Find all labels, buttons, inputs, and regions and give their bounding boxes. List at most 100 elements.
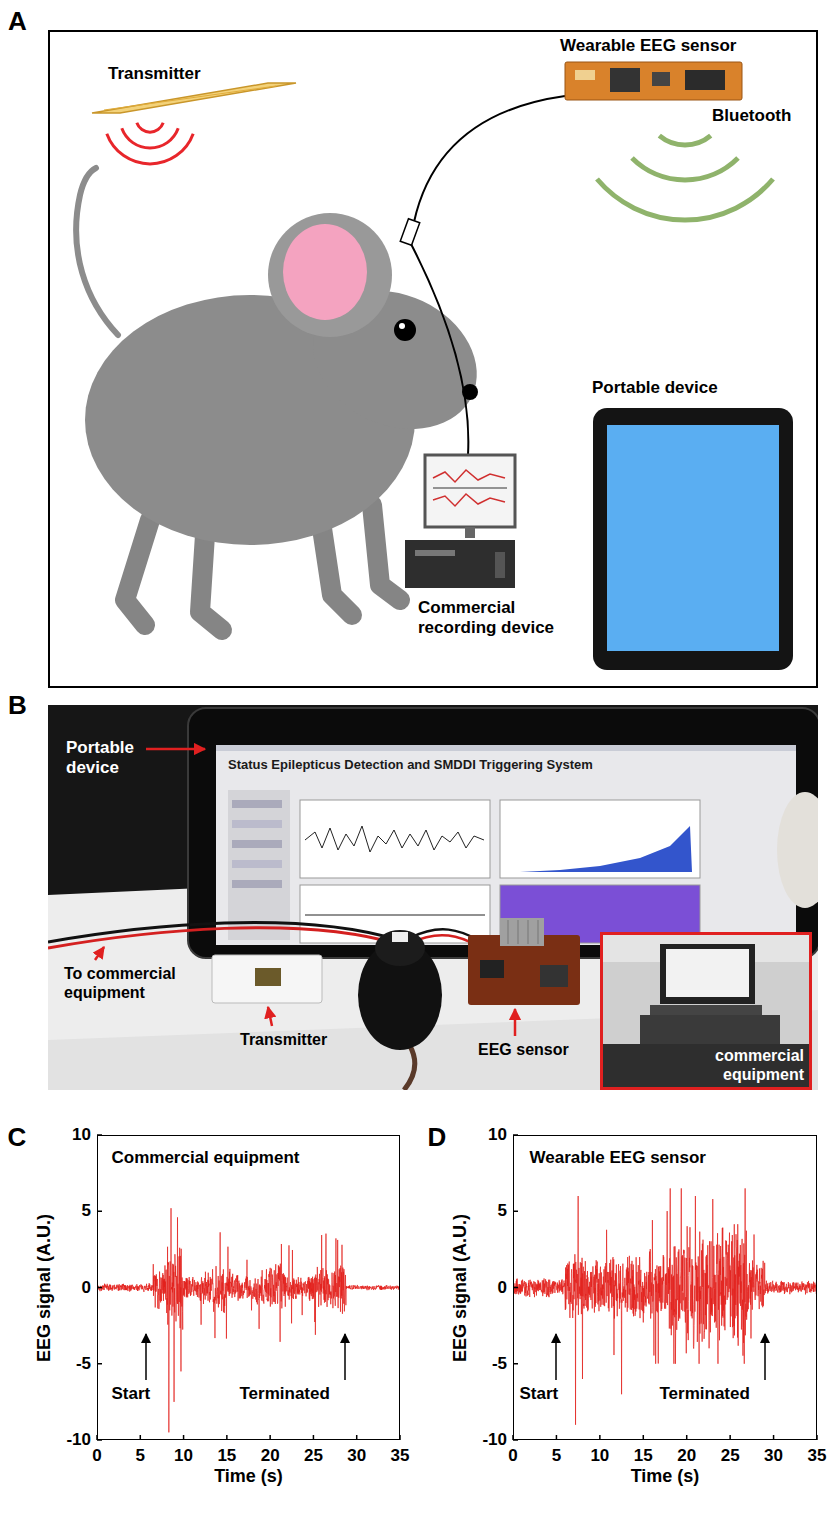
photo-b bbox=[777, 792, 818, 908]
callout-label: Bluetooth bbox=[712, 106, 791, 126]
photo-b bbox=[518, 920, 519, 944]
tick-label: -5 bbox=[492, 1354, 507, 1374]
signal-d bbox=[514, 1188, 816, 1424]
photo-b bbox=[255, 968, 281, 986]
photo-b bbox=[640, 1015, 780, 1047]
callout-label: Transmitter bbox=[240, 1030, 327, 1049]
photo-b bbox=[650, 1005, 762, 1015]
figure-panel: DWearable EEG sensorStartTerminated bbox=[513, 1135, 817, 1440]
photo-pointers bbox=[514, 1009, 517, 1036]
computer bbox=[433, 470, 505, 482]
tick-label: 20 bbox=[261, 1446, 280, 1466]
photo-b bbox=[300, 885, 490, 943]
tick-label: -5 bbox=[76, 1354, 91, 1374]
panel-letter: B bbox=[8, 690, 27, 721]
tick-label: 10 bbox=[590, 1446, 609, 1466]
photo-b bbox=[228, 790, 290, 940]
tick-label: 5 bbox=[82, 1201, 91, 1221]
eeg-sensor-board bbox=[610, 68, 640, 92]
photo-pointers bbox=[268, 1007, 272, 1026]
tablet-a bbox=[593, 408, 793, 670]
tick-label: 0 bbox=[92, 1446, 101, 1466]
photo-b bbox=[538, 920, 539, 944]
photo-b bbox=[404, 1046, 415, 1090]
screen-title: Status Epilepticus Detection and SMDDI T… bbox=[228, 757, 593, 773]
photo-b bbox=[232, 800, 282, 808]
mouse-figure bbox=[399, 323, 405, 329]
photo-b bbox=[305, 826, 484, 852]
callout-label: To commercial equipment bbox=[64, 964, 199, 1002]
radio-waves bbox=[107, 134, 193, 164]
computer bbox=[405, 455, 515, 588]
tablet-a bbox=[607, 425, 779, 651]
callout-label: Portable device bbox=[592, 378, 718, 398]
photo-b bbox=[216, 745, 796, 945]
mouse-figure bbox=[394, 319, 416, 341]
tick-label: 30 bbox=[347, 1446, 366, 1466]
transmitter-plate bbox=[92, 83, 296, 113]
eeg-sensor-board bbox=[575, 70, 595, 80]
photo-b bbox=[500, 800, 700, 878]
tick-label: 5 bbox=[498, 1201, 507, 1221]
mouse-figure bbox=[200, 535, 222, 630]
mouse-figure bbox=[268, 213, 392, 337]
tick-label: 15 bbox=[634, 1446, 653, 1466]
photo-pointers bbox=[146, 748, 205, 751]
axis-title: Time (s) bbox=[214, 1466, 283, 1488]
eeg-sensor-board bbox=[685, 70, 725, 90]
callout-label: commercial equipment bbox=[700, 1046, 804, 1084]
recording-wires bbox=[414, 96, 565, 222]
transmitter-plate bbox=[104, 86, 276, 110]
recording-wires bbox=[410, 96, 565, 455]
radio-waves bbox=[122, 128, 178, 148]
mouse-figure bbox=[372, 505, 400, 600]
photo-b bbox=[48, 705, 818, 1090]
photo-b bbox=[600, 1044, 812, 1090]
callout-label: Transmitter bbox=[108, 64, 201, 84]
callout-label: EEG sensor bbox=[478, 1040, 569, 1059]
computer bbox=[433, 494, 505, 506]
tick-label: 35 bbox=[808, 1446, 827, 1466]
photo-b bbox=[392, 932, 408, 942]
radio-waves bbox=[137, 123, 163, 132]
photo-b bbox=[305, 915, 485, 916]
computer bbox=[425, 455, 515, 527]
tick-label: 35 bbox=[391, 1446, 410, 1466]
photo-b bbox=[520, 826, 692, 872]
axis-title: EEG signal (A.U.) bbox=[34, 1213, 56, 1361]
photo-b bbox=[188, 708, 818, 958]
photo-b bbox=[48, 928, 398, 948]
photo-b bbox=[666, 949, 749, 997]
photo-b bbox=[212, 955, 322, 1003]
bluetooth-waves bbox=[632, 158, 738, 180]
tick-label: -10 bbox=[482, 1430, 507, 1450]
panel-letter: C bbox=[8, 1122, 27, 1153]
head-electrode bbox=[400, 219, 419, 246]
bluetooth-waves bbox=[597, 136, 773, 220]
figure-panel: CCommercial equipmentStartTerminated bbox=[97, 1135, 400, 1440]
tick-label: -10 bbox=[66, 1430, 91, 1450]
tick-label: 10 bbox=[488, 1125, 507, 1145]
event-arrows bbox=[344, 1334, 346, 1380]
photo-b bbox=[216, 745, 796, 751]
bluetooth-waves bbox=[659, 136, 710, 145]
photo-b bbox=[500, 918, 544, 946]
callout-label: Commercial equipment bbox=[112, 1148, 300, 1168]
photo-b bbox=[660, 944, 755, 1004]
tick-label: 0 bbox=[508, 1446, 517, 1466]
axis-ticks bbox=[97, 1135, 817, 1440]
tick-label: 25 bbox=[304, 1446, 323, 1466]
computer bbox=[465, 527, 475, 538]
computer bbox=[415, 550, 455, 556]
head-electrode bbox=[400, 219, 419, 246]
event-arrows bbox=[555, 1334, 557, 1380]
photo-pointers bbox=[95, 749, 515, 1036]
photo-pointers bbox=[95, 947, 104, 960]
callout-label: Commercial recording device bbox=[418, 598, 583, 639]
photo-b bbox=[528, 920, 529, 944]
computer bbox=[495, 552, 505, 578]
photo-b bbox=[375, 930, 425, 966]
recording-wires bbox=[410, 242, 468, 455]
photo-b bbox=[508, 920, 509, 944]
photo-b bbox=[300, 800, 490, 878]
